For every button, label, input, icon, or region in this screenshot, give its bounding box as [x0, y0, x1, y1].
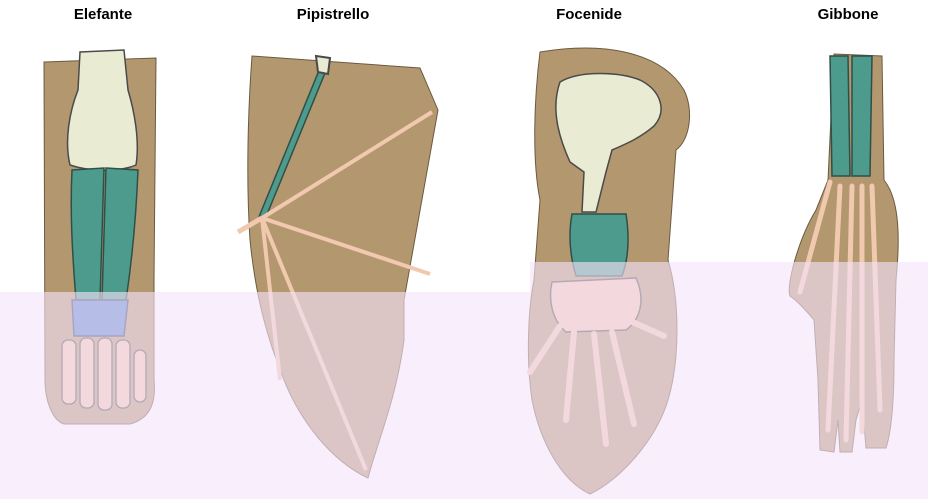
label-gibbon: Gibbone	[818, 6, 879, 23]
elephant-radius	[71, 168, 104, 300]
overlay-left-band	[0, 292, 530, 499]
label-seal: Focenide	[556, 6, 622, 23]
gibbon-radius	[830, 56, 850, 176]
label-elephant: Elefante	[74, 6, 132, 23]
overlay-right-band	[530, 262, 928, 499]
gibbon-ulna	[852, 56, 872, 176]
label-bat: Pipistrello	[297, 6, 370, 23]
